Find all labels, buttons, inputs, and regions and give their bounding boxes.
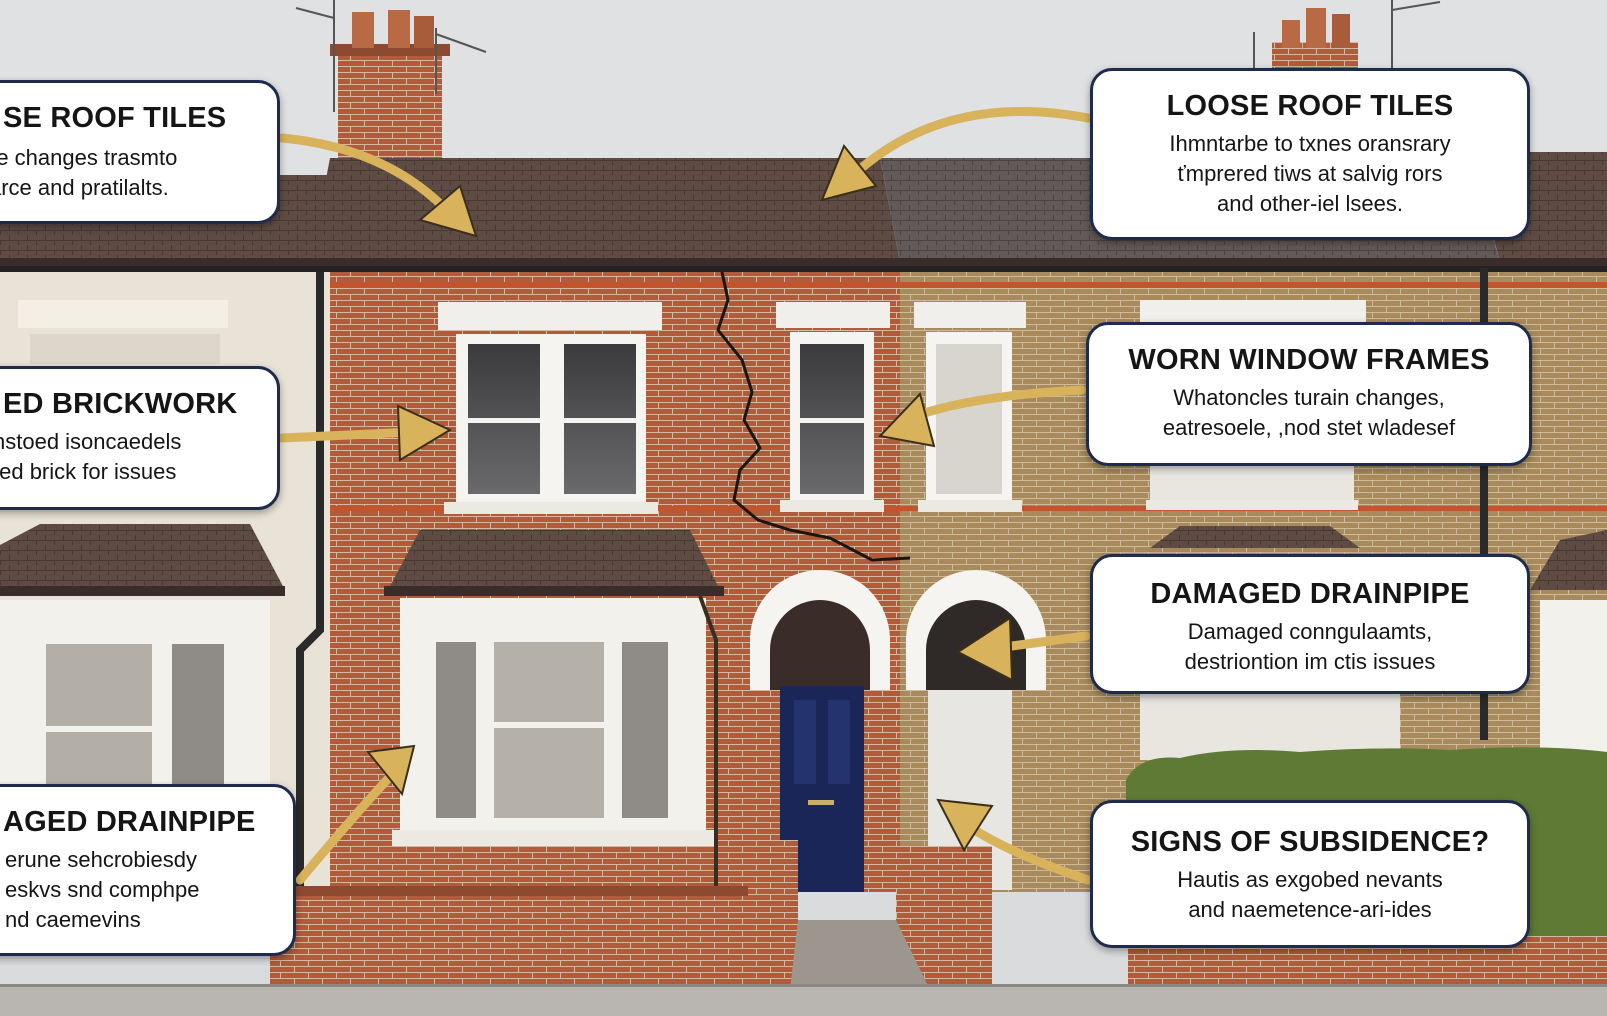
callout-line: ťmprered tiws at salvig rors xyxy=(1177,161,1443,186)
upper-window-main xyxy=(438,302,662,514)
callout-title: SE ROOF TILES xyxy=(3,102,227,134)
drainpipe-left xyxy=(296,272,324,892)
brick-band xyxy=(330,282,1607,288)
chimney-left xyxy=(295,0,487,170)
callout-line: and naemetence-ari-ides xyxy=(1188,897,1432,922)
callout-line: nd caemevins xyxy=(5,907,141,932)
bay-roof-left xyxy=(0,524,285,590)
callout-title: AGED DRAINPIPE xyxy=(3,806,256,838)
callout-title: DAMAGED DRAINPIPE xyxy=(1150,578,1470,610)
arrow-drain-left xyxy=(295,765,401,885)
callout-line: destriontion im ctis issues xyxy=(1184,649,1436,674)
arrowhead-roof-left xyxy=(417,184,478,238)
gutter xyxy=(0,266,1607,272)
bay-roof-right xyxy=(1150,526,1360,548)
arrow-roof-right xyxy=(841,106,1093,187)
callout-line: nstoed isoncaedels xyxy=(0,429,182,454)
callout-line: ted brick for issues xyxy=(0,459,177,484)
callout-loose-roof-tiles-right: LOOSE ROOF TILES Ihmntarbe to txnes oran… xyxy=(1090,68,1530,240)
bay-roof-far-right xyxy=(1530,530,1607,590)
upper-window-right xyxy=(914,302,1026,512)
callout-signs-of-subsidence: SIGNS OF SUBSIDENCE? Hautis as exgobed n… xyxy=(1090,800,1530,948)
arrow-brick-left xyxy=(277,427,419,443)
upper-window-far-right xyxy=(1140,300,1366,510)
arrowhead-drain-left xyxy=(366,744,416,797)
upper-window-left-house xyxy=(18,300,228,364)
callout-line: Damaged conngulaamts, xyxy=(1187,619,1433,644)
callout-line: re changes trasmto xyxy=(0,145,178,170)
arrowhead-window-right xyxy=(878,392,936,448)
drainpipe-main xyxy=(698,595,718,892)
arrowhead-subsidence-right xyxy=(936,798,994,852)
arrowhead-brick-left xyxy=(396,404,453,462)
front-path xyxy=(790,920,930,990)
garden-wall-left xyxy=(270,894,790,984)
callout-line: and other-iel lsees. xyxy=(1217,191,1403,216)
callout-title: ED BRICKWORK xyxy=(3,388,238,420)
crack-in-brickwork xyxy=(716,271,911,562)
callout-title: WORN WINDOW FRAMES xyxy=(1128,344,1490,376)
callout-line: arce and pratilalts. xyxy=(0,175,169,200)
bay-window-right xyxy=(1140,600,1607,760)
callout-title: LOOSE ROOF TILES xyxy=(1166,90,1454,122)
callout-line: Hautis as exgobed nevants xyxy=(1177,867,1443,892)
callout-line: Whatoncles turain changes, xyxy=(1173,385,1445,410)
roof-main xyxy=(310,158,900,262)
callout-worn-window-frames: WORN WINDOW FRAMES Whatoncles turain cha… xyxy=(1086,322,1532,466)
arrowhead-drain-right xyxy=(956,616,1014,682)
callout-line: eskvs snd comphpe xyxy=(5,877,200,902)
upper-window-centre xyxy=(776,302,890,512)
callout-line: erune sehcrobiesdy xyxy=(5,847,198,872)
bay-roof-main xyxy=(388,530,720,590)
arrow-roof-left xyxy=(277,133,457,221)
callout-loose-roof-tiles-left: SE ROOF TILES re changes trasmto arce an… xyxy=(0,80,280,224)
callout-damaged-drainpipe-left: AGED DRAINPIPE erune sehcrobiesdy eskvs … xyxy=(0,784,296,956)
callout-title: SIGNS OF SUBSIDENCE? xyxy=(1130,826,1490,858)
roof-fascia xyxy=(0,258,1607,268)
arrowhead-roof-right xyxy=(820,144,878,202)
callout-line: eatresoele, ,nod stet wladesef xyxy=(1162,415,1456,440)
bay-window-main xyxy=(392,598,714,846)
callout-line: Ihmntarbe to txnes oransrary xyxy=(1169,131,1451,156)
callout-brickwork-left: ED BRICKWORK nstoed isoncaedels ted bric… xyxy=(0,366,280,510)
callout-damaged-drainpipe-right: DAMAGED DRAINPIPE Damaged conngulaamts, … xyxy=(1090,554,1530,694)
pavement xyxy=(0,984,1607,1016)
